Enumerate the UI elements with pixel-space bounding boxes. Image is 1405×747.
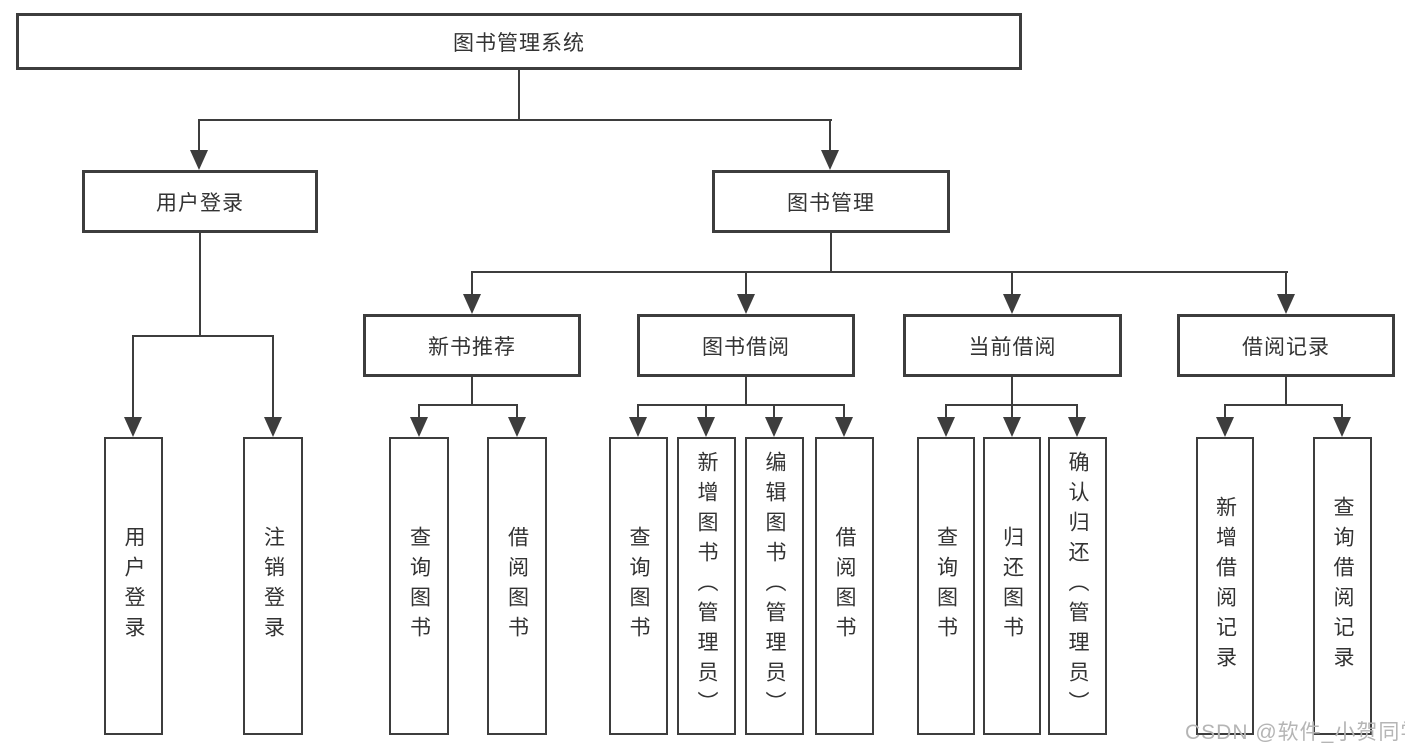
- arrow-down-icon: [1068, 417, 1086, 437]
- connector-drop: [418, 404, 420, 420]
- node-library-management-system: 图书管理系统: [16, 13, 1022, 70]
- leaf-add-borrow-record: 新增借阅记录: [1196, 437, 1254, 735]
- leaf-add-book-admin: 新增图书（管理员）: [677, 437, 736, 735]
- connector-user-login-stem: [199, 233, 201, 337]
- connector-user-login-rail: [133, 335, 274, 337]
- connector-drop: [132, 335, 134, 419]
- arrow-down-icon: [937, 417, 955, 437]
- leaf-borrow-books-borrowing: 借阅图书: [815, 437, 874, 735]
- connector-book-management-stem: [830, 233, 832, 273]
- node-new-book-recommendation: 新书推荐: [363, 314, 581, 377]
- connector-drop: [1011, 404, 1013, 420]
- connector-drop: [1076, 404, 1078, 420]
- arrow-down-icon: [1003, 417, 1021, 437]
- connector-drop: [745, 271, 747, 299]
- connector-drop: [1341, 404, 1343, 420]
- node-current-borrowing: 当前借阅: [903, 314, 1122, 377]
- watermark: CSDN @软件_小贺同学: [1185, 721, 1405, 744]
- node-label: 当前借阅: [968, 335, 1057, 359]
- node-label: 查询图书: [934, 526, 958, 646]
- connector-rail: [1225, 404, 1343, 406]
- connector-rail: [638, 404, 845, 406]
- arrow-down-icon: [264, 417, 282, 437]
- connector-stem: [1011, 377, 1013, 406]
- connector-drop: [843, 404, 845, 420]
- arrow-down-icon: [1216, 417, 1234, 437]
- connector-drop: [471, 271, 473, 299]
- arrow-down-icon: [835, 417, 853, 437]
- connector-drop: [773, 404, 775, 420]
- node-label: 查询借阅记录: [1331, 496, 1354, 676]
- arrow-down-icon: [737, 294, 755, 314]
- node-label: 编辑图书（管理员）: [763, 451, 786, 721]
- connector-drop: [1285, 271, 1287, 299]
- connector-level2-rail: [472, 271, 1288, 273]
- node-borrowing-records: 借阅记录: [1177, 314, 1395, 377]
- arrow-down-icon: [765, 417, 783, 437]
- connector-drop: [945, 404, 947, 420]
- connector-drop: [1011, 271, 1013, 299]
- connector-stem: [1285, 377, 1287, 406]
- connector-drop: [1224, 404, 1226, 420]
- node-label: 图书借阅: [702, 335, 790, 359]
- connector-drop: [198, 119, 200, 152]
- arrow-down-icon: [124, 417, 142, 437]
- leaf-user-login: 用户登录: [104, 437, 163, 735]
- arrow-down-icon: [463, 294, 481, 314]
- node-book-management: 图书管理: [712, 170, 950, 233]
- arrow-down-icon: [821, 150, 839, 170]
- connector-drop: [829, 119, 831, 152]
- node-label: 归还图书: [1000, 526, 1024, 646]
- leaf-return-books: 归还图书: [983, 437, 1041, 735]
- node-label: 图书管理系统: [453, 31, 585, 55]
- leaf-borrow-books-recommendation: 借阅图书: [487, 437, 547, 735]
- node-label: 查询图书: [627, 526, 650, 646]
- connector-stem: [745, 377, 747, 406]
- leaf-confirm-return-admin: 确认归还（管理员）: [1048, 437, 1107, 735]
- connector-drop: [637, 404, 639, 420]
- connector-root-stem: [518, 70, 520, 121]
- arrow-down-icon: [508, 417, 526, 437]
- connector-drop: [516, 404, 518, 420]
- node-label: 新书推荐: [428, 335, 516, 359]
- node-label: 确认归还（管理员）: [1066, 451, 1089, 721]
- node-user-login: 用户登录: [82, 170, 318, 233]
- arrow-down-icon: [1277, 294, 1295, 314]
- connector-drop: [705, 404, 707, 420]
- node-label: 用户登录: [156, 191, 244, 215]
- node-label: 新增图书（管理员）: [695, 451, 718, 721]
- node-label: 借阅图书: [833, 526, 856, 646]
- arrow-down-icon: [1333, 417, 1351, 437]
- leaf-query-books-recommendation: 查询图书: [389, 437, 449, 735]
- node-label: 用户登录: [122, 526, 145, 646]
- node-label: 借阅图书: [505, 526, 529, 646]
- node-label: 注销登录: [261, 526, 285, 646]
- connector-level1-rail: [199, 119, 832, 121]
- node-book-borrowing: 图书借阅: [637, 314, 855, 377]
- arrow-down-icon: [697, 417, 715, 437]
- node-label: 图书管理: [787, 191, 875, 215]
- leaf-edit-book-admin: 编辑图书（管理员）: [745, 437, 804, 735]
- leaf-query-borrow-record: 查询借阅记录: [1313, 437, 1372, 735]
- leaf-query-books-current: 查询图书: [917, 437, 975, 735]
- node-label: 查询图书: [407, 526, 431, 646]
- leaf-query-books-borrowing: 查询图书: [609, 437, 668, 735]
- connector-stem: [471, 377, 473, 406]
- arrow-down-icon: [1003, 294, 1021, 314]
- arrow-down-icon: [629, 417, 647, 437]
- leaf-logout: 注销登录: [243, 437, 303, 735]
- arrow-down-icon: [190, 150, 208, 170]
- arrow-down-icon: [410, 417, 428, 437]
- connector-drop: [272, 335, 274, 419]
- connector-rail: [418, 404, 518, 406]
- node-label: 借阅记录: [1242, 335, 1330, 359]
- node-label: 新增借阅记录: [1213, 496, 1237, 676]
